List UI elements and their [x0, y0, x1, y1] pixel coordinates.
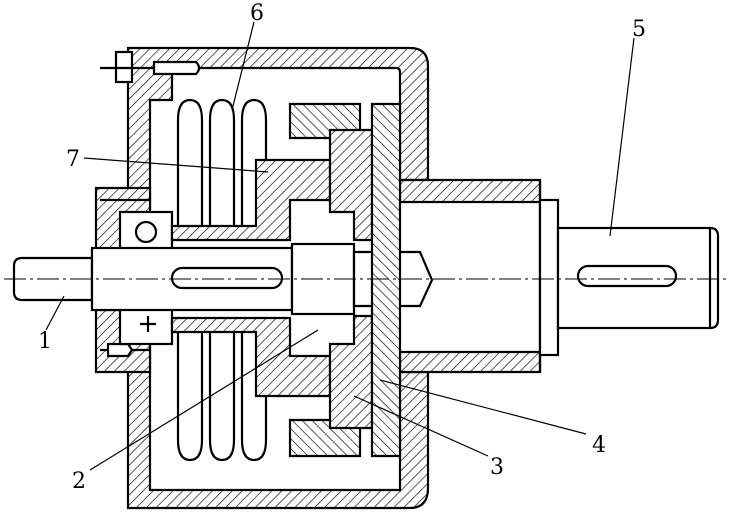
label-2: 2 — [72, 469, 86, 494]
label-6: 6 — [250, 1, 264, 26]
circular-spline — [288, 102, 402, 458]
label-7: 7 — [66, 147, 80, 172]
bellows-spring — [176, 98, 268, 462]
label-4: 4 — [592, 433, 606, 458]
housing — [126, 46, 720, 510]
leader-lines — [45, 21, 635, 471]
label-1: 1 — [38, 329, 52, 354]
label-5: 5 — [632, 17, 646, 42]
label-3: 3 — [490, 455, 504, 480]
